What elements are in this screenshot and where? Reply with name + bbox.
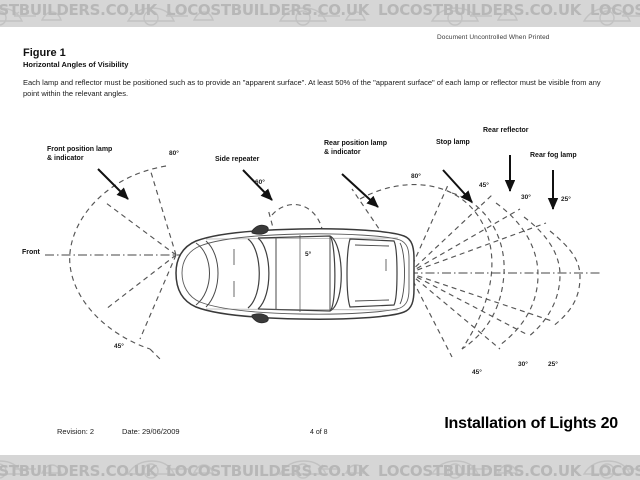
footer-date: Date: 29/06/2009	[122, 427, 180, 436]
watermark-text: LOCOSTBUILDERS.CO.UK	[590, 462, 640, 480]
watermark-text: LOCOSTBUILDERS.CO.UK	[378, 462, 582, 480]
angle-side-repeater: 60°	[255, 179, 265, 186]
watermark-text-row-bottom: LOCOSTBUILDERS.CO.UK LOCOSTBUILDERS.CO.UK…	[0, 462, 640, 480]
callout-line-2: & indicator	[324, 149, 361, 156]
watermark-text: LOCOSTBUILDERS.CO.UK	[378, 1, 582, 19]
angle-front-upper: 80°	[169, 150, 179, 157]
callout-label-rear-reflector: Rear reflector	[483, 126, 529, 135]
arrow-stop-lamp	[442, 169, 473, 203]
arrow-rear-position-lamp	[341, 173, 379, 208]
callout-arrows	[97, 155, 559, 210]
angle-rear-reflector-lower: 30°	[518, 361, 528, 368]
callout-line-1: Side repeater	[215, 156, 260, 163]
callout-label-side-repeater: Side repeater	[215, 155, 259, 164]
figure-body-text: Each lamp and reflector must be position…	[23, 78, 601, 98]
rear-visibility-arcs	[351, 184, 600, 358]
angle-rear-fog-lower: 25°	[548, 361, 558, 368]
watermark-text: LOCOSTBUILDERS.CO.UK	[166, 462, 370, 480]
angle-rear-position-upper: 80°	[411, 173, 421, 180]
arrow-front-position-lamp	[97, 168, 129, 200]
watermark-band-bottom: LOCOSTBUILDERS.CO.UK LOCOSTBUILDERS.CO.UK…	[0, 455, 640, 480]
watermark-text-row-top: LOCOSTBUILDERS.CO.UK LOCOSTBUILDERS.CO.UK…	[0, 1, 640, 19]
watermark-car-icons-bottom	[0, 460, 640, 479]
callout-label-front-position-lamp: Front position lamp & indicator	[47, 145, 112, 163]
angle-stop-lamp-upper: 45°	[479, 182, 489, 189]
visibility-angles-diagram	[0, 27, 640, 455]
angle-rear-fog-upper: 25°	[561, 196, 571, 203]
watermark-text: LOCOSTBUILDERS.CO.UK	[590, 1, 640, 19]
footer-page-number: 4 of 8	[310, 429, 328, 436]
callout-label-rear-position-lamp: Rear position lamp & indicator	[324, 139, 387, 157]
document-uncontrolled-notice: Document Uncontrolled When Printed	[437, 34, 550, 41]
watermark-text: LOCOSTBUILDERS.CO.UK	[0, 462, 158, 480]
callout-line-1: Rear fog lamp	[530, 152, 577, 159]
front-visibility-arcs	[69, 165, 177, 360]
watermark-band-top: LOCOSTBUILDERS.CO.UK LOCOSTBUILDERS.CO.UK…	[0, 0, 640, 27]
callout-line-2: & indicator	[47, 155, 84, 162]
figure-title: Figure 1	[23, 47, 66, 59]
watermark-text: LOCOSTBUILDERS.CO.UK	[0, 1, 158, 19]
watermark-car-icons-top	[0, 7, 640, 26]
callout-line-1: Rear position lamp	[324, 140, 388, 147]
arrow-side-repeater	[242, 169, 273, 201]
angle-side-repeater-rear: 5°	[305, 251, 312, 258]
figure-subtitle: Horizontal Angles of Visibility	[23, 60, 129, 69]
footer-document-title: Installation of Lights 20	[444, 415, 618, 432]
footer-revision: Revision: 2	[57, 427, 95, 436]
callout-line-1: Rear reflector	[483, 127, 529, 134]
callout-label-stop-lamp: Stop lamp	[436, 138, 470, 147]
angle-front-lower: 45°	[114, 343, 124, 350]
watermark-text: LOCOSTBUILDERS.CO.UK	[166, 1, 370, 19]
front-axis-label: Front	[22, 249, 40, 256]
angle-rear-reflector-upper: 30°	[521, 194, 531, 201]
document-page: Document Uncontrolled When Printed Figur…	[0, 27, 640, 455]
angle-stop-lamp-lower: 45°	[472, 369, 482, 376]
callout-label-rear-fog-lamp: Rear fog lamp	[530, 151, 577, 160]
callout-line-1: Front position lamp	[47, 146, 113, 153]
callout-line-1: Stop lamp	[436, 139, 470, 146]
car-top-view-illustration	[175, 224, 415, 324]
